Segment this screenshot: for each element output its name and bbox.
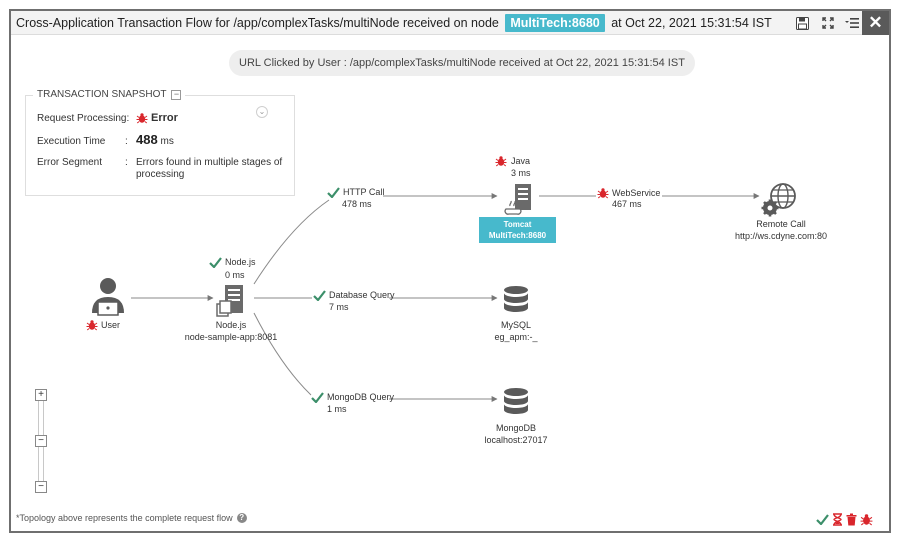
edge-nodejs-mongo[interactable] (253, 312, 312, 396)
tomcat-node[interactable] (503, 183, 535, 222)
snapshot-row-execution-time: Execution Time : 488 ms (37, 132, 287, 150)
mysql-host: eg_apm:-_ (494, 332, 538, 342)
zoom-out-button[interactable]: − (35, 481, 47, 493)
tomcat-host: MultiTech:8680 (488, 231, 547, 240)
mongo-query-label: MongoDB Query (327, 392, 395, 402)
nodejs-time: 0 ms (225, 270, 245, 280)
title-bar: Cross-Application Transaction Flow for /… (11, 11, 889, 35)
hourglass-icon[interactable] (832, 513, 843, 526)
url-info-pill: URL Clicked by User : /app/complexTasks/… (229, 50, 695, 76)
nodejs-name: Node.js (215, 320, 247, 330)
snapshot-row-request-processing: Request Processing: Error (37, 112, 287, 127)
tomcat-badge[interactable]: Tomcat MultiTech:8680 (479, 217, 556, 243)
database-icon (504, 388, 528, 414)
close-button[interactable]: ✕ (862, 11, 889, 35)
check-icon (311, 392, 324, 403)
http-call-time: 478 ms (342, 199, 372, 209)
server-icon (216, 285, 243, 317)
bug-icon (597, 188, 609, 199)
mongodb-name: MongoDB (495, 423, 537, 433)
bug-icon[interactable] (860, 513, 873, 526)
transaction-flow-window: Cross-Application Transaction Flow for /… (9, 9, 891, 533)
nodejs-status-label: Node.js (225, 257, 256, 267)
database-icon (504, 286, 528, 312)
java-label: Java (511, 155, 531, 166)
java-server-icon (504, 184, 531, 215)
title-node-badge: MultiTech:8680 (505, 14, 605, 32)
nodejs-status: Node.js (209, 257, 256, 268)
tomcat-name: Tomcat (503, 220, 532, 229)
snapshot-title: TRANSACTION SNAPSHOT (37, 89, 167, 100)
db-query-time: 7 ms (329, 302, 349, 312)
remote-call-node[interactable] (759, 181, 799, 224)
status-legend (816, 513, 873, 526)
mongo-query-status[interactable]: MongoDB Query (311, 392, 394, 403)
user-label: User (101, 319, 121, 330)
java-time: 3 ms (511, 168, 531, 178)
help-icon[interactable]: ? (236, 513, 247, 523)
user-icon (92, 278, 124, 316)
edge-nodejs-http[interactable] (253, 199, 330, 285)
snapshot-value: Error (136, 112, 286, 124)
nodejs-host: node-sample-app:8081 (184, 332, 278, 342)
transaction-snapshot-panel: TRANSACTION SNAPSHOT − Request Processin… (25, 89, 295, 196)
mysql-name: MySQL (500, 320, 531, 330)
options-menu-icon[interactable] (843, 14, 861, 32)
snapshot-collapse-button[interactable]: − (171, 89, 182, 100)
footnote: *Topology above represents the complete … (16, 513, 247, 523)
mongodb-host: localhost:27017 (484, 435, 548, 445)
snapshot-key: Request Processing: (37, 113, 130, 124)
window-title: Cross-Application Transaction Flow for /… (16, 11, 772, 35)
remote-call-name: Remote Call (756, 219, 806, 229)
http-call-status[interactable]: HTTP Call (327, 187, 384, 198)
remote-call-host: http://ws.cdyne.com:80 (734, 231, 828, 241)
http-call-label: HTTP Call (343, 187, 385, 197)
snapshot-row-error-segment: Error Segment : Errors found in multiple… (37, 157, 287, 185)
topology-graph (131, 193, 760, 402)
check-icon (313, 290, 326, 301)
request-processing-status: Error (151, 112, 178, 124)
webservice-label: WebService (612, 187, 661, 198)
mongodb-node[interactable] (502, 387, 530, 424)
db-query-status[interactable]: Database Query (313, 290, 395, 301)
snapshot-expand-button[interactable]: ⌄ (256, 106, 268, 118)
db-query-label: Database Query (329, 290, 395, 300)
snapshot-header: TRANSACTION SNAPSHOT − (33, 89, 186, 100)
check-icon (209, 257, 222, 268)
snapshot-colon: : (125, 157, 128, 168)
check-icon[interactable] (816, 514, 829, 525)
error-segment-value: Errors found in multiple stages of proce… (136, 157, 283, 180)
bug-icon (495, 156, 507, 167)
zoom-in-button[interactable]: + (35, 389, 47, 401)
mongo-query-time: 1 ms (327, 404, 347, 414)
save-icon[interactable] (793, 14, 811, 32)
snapshot-key: Error Segment (37, 157, 103, 168)
zoom-control: + − − (35, 389, 47, 493)
execution-time-unit: ms (160, 136, 174, 147)
snapshot-key: Execution Time (37, 136, 106, 147)
check-icon (327, 187, 340, 198)
bug-icon (136, 113, 148, 124)
user-label-group: User (86, 319, 120, 331)
snapshot-value: 488 ms (136, 132, 286, 148)
bug-icon (86, 320, 98, 331)
title-suffix: at Oct 22, 2021 15:31:54 IST (611, 16, 772, 30)
globe-gear-icon (761, 183, 796, 217)
snapshot-colon: : (125, 136, 128, 147)
footnote-text: *Topology above represents the complete … (16, 513, 233, 523)
trash-icon[interactable] (846, 513, 857, 526)
webservice-status[interactable]: WebService (597, 187, 660, 199)
webservice-time: 467 ms (612, 199, 642, 209)
execution-time-value: 488 (136, 132, 158, 147)
title-prefix: Cross-Application Transaction Flow for /… (16, 16, 499, 30)
zoom-slider-handle[interactable]: − (35, 435, 47, 447)
mysql-node[interactable] (502, 285, 530, 322)
fullscreen-icon[interactable] (819, 14, 837, 32)
user-node[interactable] (87, 275, 129, 322)
nodejs-node[interactable] (215, 284, 247, 323)
java-status: Java (495, 155, 530, 167)
